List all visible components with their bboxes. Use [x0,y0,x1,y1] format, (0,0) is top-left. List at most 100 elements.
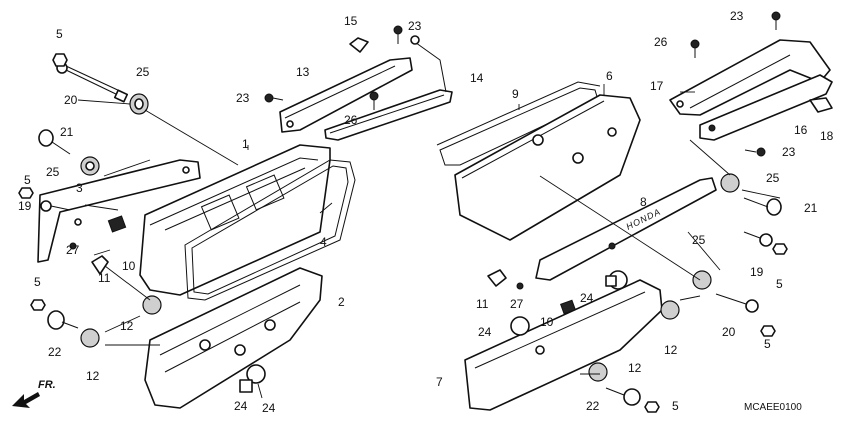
bolt-19-left [40,200,71,212]
bolt-21-right [743,197,782,216]
grommet-12-right-b [588,362,608,382]
lid-6 [454,94,641,241]
diagram-code: MCAEE0100 [744,402,802,413]
inner-case-1 [139,144,331,296]
callout-25: 25 [136,65,150,79]
bracket-13 [279,37,413,133]
callout-12: 12 [664,343,678,357]
callout-25: 25 [766,171,780,185]
stay-14 [324,35,453,141]
callout-18: 18 [820,129,834,143]
bolt-19-right [743,231,773,247]
grommet-25-right-b [692,270,712,290]
callout-14: 14 [470,71,484,85]
callout-10: 10 [122,259,136,273]
lower-case-7 [464,279,663,411]
bracket-11-left [91,255,109,275]
callout-12: 12 [628,361,642,375]
callout-23: 23 [408,19,422,33]
lower-case-2 [144,267,323,409]
nut-5-right-a [772,243,788,255]
bolt-20-right [715,293,759,313]
bolt-26-left [369,91,379,110]
callout-5: 5 [56,27,63,41]
callout-27: 27 [66,243,80,257]
grommet-12-right-a [660,300,680,320]
bolt-23-mid [264,93,284,103]
callout-5: 5 [24,173,31,187]
callout-24: 24 [234,399,248,413]
collar-24-right-b [510,316,530,336]
callout-25: 25 [692,233,706,247]
callout-23: 23 [782,145,796,159]
bolt-20-left [56,62,129,103]
nut-5-right-c [644,401,660,413]
callout-5: 5 [764,337,771,351]
callout-19: 19 [750,265,764,279]
clip-10-right [560,299,576,315]
bolt-23-right-mid [744,147,766,157]
front-direction-label: FR. [38,379,56,391]
callout-16: 16 [794,123,808,137]
callout-13: 13 [296,65,310,79]
nut-5-mid-left [18,187,34,199]
callout-12: 12 [86,369,100,383]
bolt-26-right [690,39,700,58]
callout-24: 24 [580,291,594,305]
callout-5: 5 [672,399,679,413]
nut-5-right-b [760,325,776,337]
nut-5-lower-left [30,299,46,311]
screw-27-right [516,282,524,290]
callout-15: 15 [344,14,358,28]
callout-19: 19 [18,199,32,213]
grommet-25-right-a [720,173,740,193]
callout-9: 9 [512,87,519,101]
callout-26: 26 [344,113,358,127]
callout-6: 6 [606,69,613,83]
callout-27: 27 [510,297,524,311]
grommet-12-left-b [80,328,100,348]
grommet-12-left-a [142,295,162,315]
screw-27-left [69,242,77,250]
leader-lines-left [77,99,333,399]
callout-24: 24 [478,325,492,339]
callout-26: 26 [654,35,668,49]
clip-10-left [107,215,127,233]
grommet-25-left-top [129,93,149,115]
callout-1: 1 [242,137,249,151]
side-trim-3 [37,159,201,263]
collar-24-right-a [605,270,628,290]
gasket-4 [184,159,356,301]
callout-23: 23 [236,91,250,105]
callout-12: 12 [120,319,134,333]
collar-24-left-a [239,364,266,393]
callout-5: 5 [34,275,41,289]
callout-22: 22 [586,399,600,413]
bolt-22-left [47,310,79,330]
bolt-21-left [38,129,71,155]
callout-23: 23 [730,9,744,23]
callout-21: 21 [60,125,74,139]
callout-2: 2 [338,295,345,309]
callout-20: 20 [722,325,736,339]
callout-8: 8 [640,195,647,209]
bolt-23-upper [393,25,403,44]
callout-24: 24 [262,401,276,415]
bolt-22-right [605,387,641,406]
callout-4: 4 [320,235,327,249]
leader-lines-right [518,84,781,375]
grommet-25-left-mid [80,156,100,176]
cap-18 [809,97,833,113]
bracket-11-right [487,269,507,287]
garnish-16 [699,74,833,141]
callout-25: 25 [46,165,60,179]
bolt-23-top-right [771,11,781,30]
callout-3: 3 [76,181,83,195]
callout-5: 5 [776,277,783,291]
callout-10: 10 [540,315,554,329]
front-direction-arrow-icon [12,392,40,408]
callout-21: 21 [804,201,818,215]
callout-22: 22 [48,345,62,359]
